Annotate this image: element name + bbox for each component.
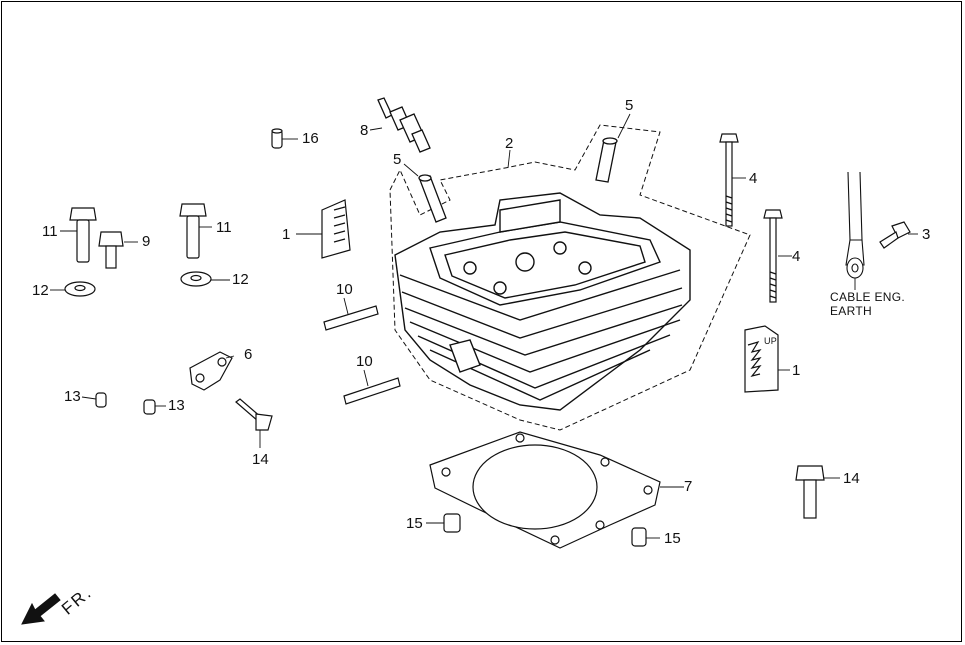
dowel-15-left [443,513,461,533]
assembly-boundary-dashed [389,124,751,431]
callout-4-upper: 4 [749,170,758,187]
earth-cable [845,171,865,279]
callout-5-right: 5 [625,97,634,114]
washer-middle [180,271,212,287]
callout-13-right: 13 [168,397,185,414]
flange-bolt-middle [179,203,207,259]
cable-note-line2: EARTH [830,304,872,318]
callout-7: 7 [684,478,693,495]
flange-bolt-14-right [795,465,825,519]
callout-12-left: 12 [32,282,49,299]
head-gasket [429,431,661,549]
callout-13-left: 13 [64,388,81,405]
callout-1-right: 1 [792,362,801,379]
callout-16: 16 [302,130,319,147]
callout-12-middle: 12 [232,271,249,288]
leader-lines [50,113,918,539]
callout-15-right: 15 [664,530,681,547]
washer-left [64,281,96,297]
callout-1-left: 1 [282,226,291,243]
valve-guide-left [418,174,447,223]
callout-11-middle: 11 [216,219,232,236]
callout-14-left: 14 [252,451,269,468]
chain-damper-left [321,199,351,259]
dowel-15-right [631,527,647,547]
callout-8: 8 [360,122,369,139]
callout-4-lower: 4 [792,248,801,265]
callout-5-left: 5 [393,151,402,168]
cable-note-line1: CABLE ENG. [830,290,906,304]
bracket-6 [189,351,233,391]
long-bolt-upper [719,133,739,227]
stud-lower [343,377,401,405]
valve-guide-right [595,137,618,183]
spark-plug [377,97,431,153]
flange-bolt-left [69,207,97,263]
screw-3 [879,221,911,249]
callout-6: 6 [244,346,253,363]
long-bolt-lower [763,209,783,303]
front-arrow-icon [21,593,61,625]
up-mark: UP [764,336,778,346]
callout-11-left: 11 [42,223,58,240]
callout-10-lower: 10 [356,353,373,370]
dowel-pin-16 [271,128,283,149]
dowel-13-left [95,392,107,408]
chain-damper-right [744,325,779,393]
cylinder-head [394,192,691,411]
callout-14-right: 14 [843,470,860,487]
callout-3: 3 [922,226,931,243]
bolt-9 [98,231,124,269]
callout-15-left: 15 [406,515,423,532]
callout-2: 2 [505,135,514,152]
stud-upper [323,305,379,331]
dowel-13-right [143,399,156,415]
callout-9: 9 [142,233,151,250]
valve-14 [235,398,273,431]
callout-10-upper: 10 [336,281,353,298]
